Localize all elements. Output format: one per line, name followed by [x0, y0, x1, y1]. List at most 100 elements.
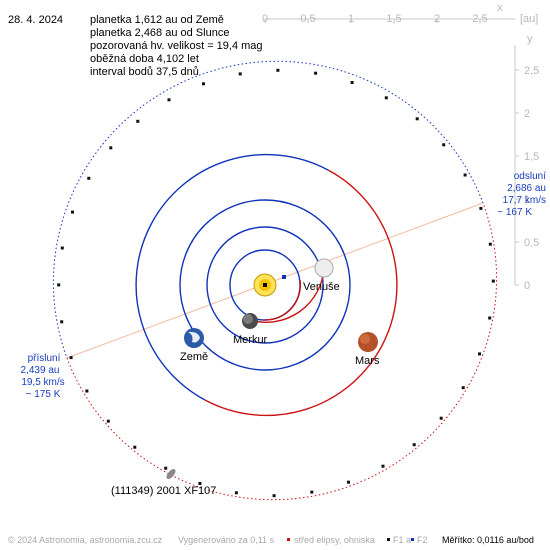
orbit-point — [488, 242, 492, 246]
x-axis-tick-label: 2 — [434, 13, 440, 25]
venus — [314, 258, 334, 278]
mars-orbit-red — [204, 169, 398, 417]
y-axis: 2,5 2 1,5 1 0,5 0 y — [514, 33, 539, 292]
orbit-point — [69, 356, 73, 360]
orbit-point — [60, 320, 64, 324]
orbit-point — [439, 416, 443, 420]
orbit-point — [85, 389, 89, 393]
scale-label: Měřítko: 0,0116 au/bod — [442, 535, 534, 545]
orbit-point — [310, 490, 314, 494]
asteroid-orbit-points — [57, 68, 495, 498]
copyright: © 2024 Astronomia, astronomia.zcu.cz — [8, 535, 163, 545]
perihelion-distance: 2,439 au — [21, 365, 60, 376]
mars-orbit-blue — [135, 153, 329, 401]
earth-orbit — [179, 199, 351, 371]
orbit-point — [461, 386, 465, 390]
orbit-point — [347, 480, 350, 484]
f2-legend: F2 — [417, 535, 428, 545]
orbit-point — [164, 466, 168, 470]
info-line: oběžná doba 4,102 let — [90, 53, 199, 65]
info-line: planetka 2,468 au od Slunce — [90, 27, 229, 39]
y-axis-tick-label: 0,5 — [524, 237, 539, 249]
footer: © 2024 Astronomia, astronomia.zcu.cz Vyg… — [8, 535, 534, 545]
orbit-point — [412, 443, 416, 447]
orbit-point — [384, 96, 388, 100]
aphelion-info: odsluní 2,686 au 17,7 km/s ~ 167 K — [497, 171, 546, 218]
f2-legend-marker — [411, 538, 414, 541]
f1-legend: F1 a — [393, 535, 411, 545]
mercury-orbit-red — [264, 279, 302, 321]
orbit-point — [57, 283, 61, 287]
orbit-point — [415, 117, 419, 121]
venus-orbit — [206, 226, 324, 344]
orbit-point — [133, 445, 137, 449]
mercury — [242, 313, 258, 329]
orbit-point — [314, 71, 318, 75]
x-axis-tick-label: 0,5 — [300, 13, 315, 25]
aphelion-speed: 17,7 km/s — [503, 195, 546, 206]
x-axis-tick-label: 2,5 — [472, 13, 487, 25]
mercury-label: Merkur — [233, 334, 268, 346]
orbit-point — [106, 419, 110, 423]
venus-orbit-red — [249, 267, 325, 323]
y-axis-letter: y — [527, 33, 533, 45]
info-line: pozorovaná hv. velikost = 19,4 mag — [90, 40, 263, 52]
x-axis-tick-label: 0 — [262, 13, 268, 25]
perihelion-info: přísluní 2,439 au 19,5 km/s ~ 175 K — [21, 353, 65, 400]
x-axis-tick-label: 1 — [348, 13, 354, 25]
perihelion-title: přísluní — [28, 353, 61, 364]
earth — [184, 328, 204, 348]
info-block: planetka 1,612 au od Země planetka 2,468… — [90, 14, 263, 78]
orbit-point — [234, 491, 238, 495]
orbit-point — [167, 98, 171, 102]
perihelion-speed: 19,5 km/s — [21, 377, 64, 388]
date-label: 28. 4. 2024 — [8, 14, 63, 26]
mars-label: Mars — [355, 355, 380, 367]
orbit-point — [109, 146, 113, 150]
x-axis-unit: [au] — [520, 13, 538, 25]
orbit-point — [198, 482, 202, 485]
orbit-point — [491, 279, 495, 283]
orbit-point — [381, 464, 385, 468]
y-axis-tick-label: 2,5 — [524, 65, 539, 77]
sun — [253, 273, 277, 297]
orbit-point — [60, 246, 64, 250]
orbit-point — [136, 119, 140, 123]
f1-legend-marker — [387, 538, 390, 541]
venus-label: Venuše — [303, 281, 340, 293]
orbit-point — [479, 206, 483, 210]
asteroid-orbit-lower — [66, 202, 498, 501]
orbit-point — [442, 143, 446, 147]
orbit-point — [87, 176, 91, 180]
earth-label: Země — [180, 351, 208, 363]
mars — [358, 332, 378, 352]
x-axis-letter: x — [497, 2, 503, 14]
asteroid — [166, 469, 176, 479]
info-line: interval bodů 37,5 dnů — [90, 66, 199, 78]
orbit-point — [71, 210, 74, 214]
asteroid-label: (111349) 2001 XF107 — [111, 485, 216, 497]
y-axis-tick-label: 1,5 — [524, 151, 539, 163]
y-axis-tick-label: 0 — [524, 280, 530, 292]
orbit-point — [478, 352, 481, 356]
aphelion-distance: 2,686 au — [507, 183, 546, 194]
x-axis-tick-label: 1,5 — [386, 13, 401, 25]
orbit-point — [272, 494, 276, 498]
asteroid-orbit-upper — [52, 60, 484, 359]
orbit-point — [238, 72, 242, 76]
orbit-point — [350, 81, 354, 84]
orbit-point — [276, 68, 280, 72]
aphelion-title: odsluní — [514, 171, 546, 182]
info-line: planetka 1,612 au od Země — [90, 14, 224, 26]
generation-time: Vygenerováno za 0,11 s — [178, 535, 275, 545]
focus-f2-marker — [282, 275, 286, 279]
x-axis: 0 0,5 1 1,5 2 2,5 x [au] — [262, 2, 538, 25]
orbit-point — [488, 316, 492, 320]
orbit-point — [463, 173, 467, 177]
aphelion-temperature: ~ 167 K — [497, 207, 532, 218]
y-axis-tick-label: 2 — [524, 108, 530, 120]
y-axis-tick-label: 1 — [524, 194, 530, 206]
perihelion-temperature: ~ 175 K — [26, 389, 61, 400]
center-legend: střed elipsy, ohniska — [294, 535, 375, 545]
